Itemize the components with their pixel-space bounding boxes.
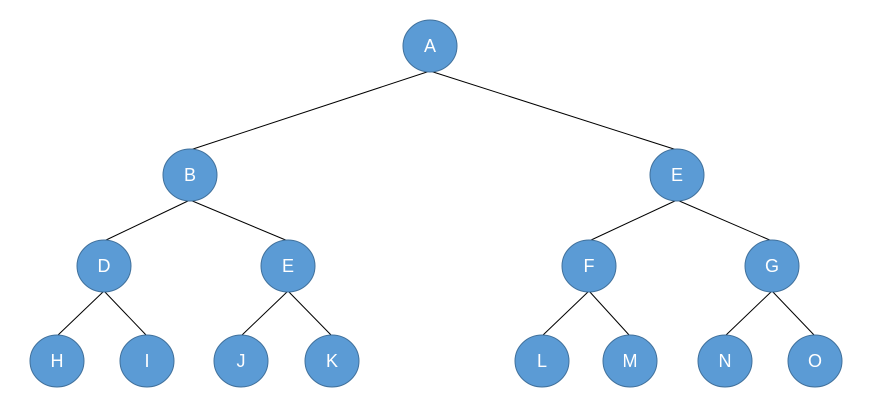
node-circle-n-o [787, 334, 843, 388]
node-circle-n-e-right [649, 148, 705, 202]
tree-node-n-d: D [76, 239, 132, 293]
node-circle-n-f [561, 239, 617, 293]
node-label-n-f: F [584, 256, 595, 276]
node-label-n-a: A [424, 36, 436, 56]
node-circle-n-b [162, 148, 218, 202]
node-label-n-b: B [184, 165, 196, 185]
edge-n-g-to-n-n [724, 290, 773, 337]
tree-node-n-n: N [697, 334, 753, 388]
node-circle-n-g [744, 239, 800, 293]
edge-n-b-to-n-d [103, 199, 191, 242]
node-label-n-d: D [98, 256, 111, 276]
node-label-n-l: L [537, 351, 547, 371]
edge-n-a-to-n-b [189, 70, 431, 151]
node-label-n-i: I [144, 351, 149, 371]
edge-n-e-left-to-n-j [240, 290, 289, 337]
tree-node-n-k: K [304, 334, 360, 388]
tree-edges [56, 70, 816, 337]
edge-n-g-to-n-o [771, 290, 816, 337]
tree-node-n-j: J [213, 334, 269, 388]
tree-node-n-b: B [162, 148, 218, 202]
node-label-n-e-right: E [671, 165, 683, 185]
node-label-n-g: G [765, 256, 779, 276]
tree-node-n-l: L [514, 334, 570, 388]
tree-nodes: A B E D E F G H I J K L M N O [29, 19, 843, 388]
node-circle-n-k [304, 334, 360, 388]
node-label-n-h: H [51, 351, 64, 371]
node-circle-n-m [602, 334, 658, 388]
edge-n-b-to-n-e-left [189, 199, 289, 242]
edge-n-a-to-n-e-right [429, 70, 678, 151]
edge-n-e-right-to-n-f [588, 199, 678, 242]
tree-node-n-e-right: E [649, 148, 705, 202]
edge-n-d-to-n-i [103, 290, 148, 337]
node-circle-n-l [514, 334, 570, 388]
node-label-n-k: K [326, 351, 338, 371]
node-label-n-j: J [237, 351, 246, 371]
edge-n-e-right-to-n-g [676, 199, 773, 242]
edge-n-d-to-n-h [56, 290, 105, 337]
node-circle-n-d [76, 239, 132, 293]
node-circle-n-j [213, 334, 269, 388]
node-label-n-n: N [719, 351, 732, 371]
node-label-n-o: O [808, 351, 822, 371]
tree-node-n-e-left: E [260, 239, 316, 293]
node-circle-n-a [402, 19, 458, 73]
tree-node-n-o: O [787, 334, 843, 388]
tree-node-n-h: H [29, 334, 85, 388]
node-circle-n-e-left [260, 239, 316, 293]
node-circle-n-n [697, 334, 753, 388]
edge-n-e-left-to-n-k [287, 290, 333, 337]
tree-node-n-g: G [744, 239, 800, 293]
tree-node-n-i: I [119, 334, 175, 388]
node-label-n-m: M [623, 351, 638, 371]
tree-node-n-m: M [602, 334, 658, 388]
edge-n-f-to-n-l [541, 290, 590, 337]
node-label-n-e-left: E [282, 256, 294, 276]
node-circle-n-i [119, 334, 175, 388]
edge-n-f-to-n-m [588, 290, 631, 337]
node-circle-n-h [29, 334, 85, 388]
tree-node-n-a: A [402, 19, 458, 73]
tree-node-n-f: F [561, 239, 617, 293]
